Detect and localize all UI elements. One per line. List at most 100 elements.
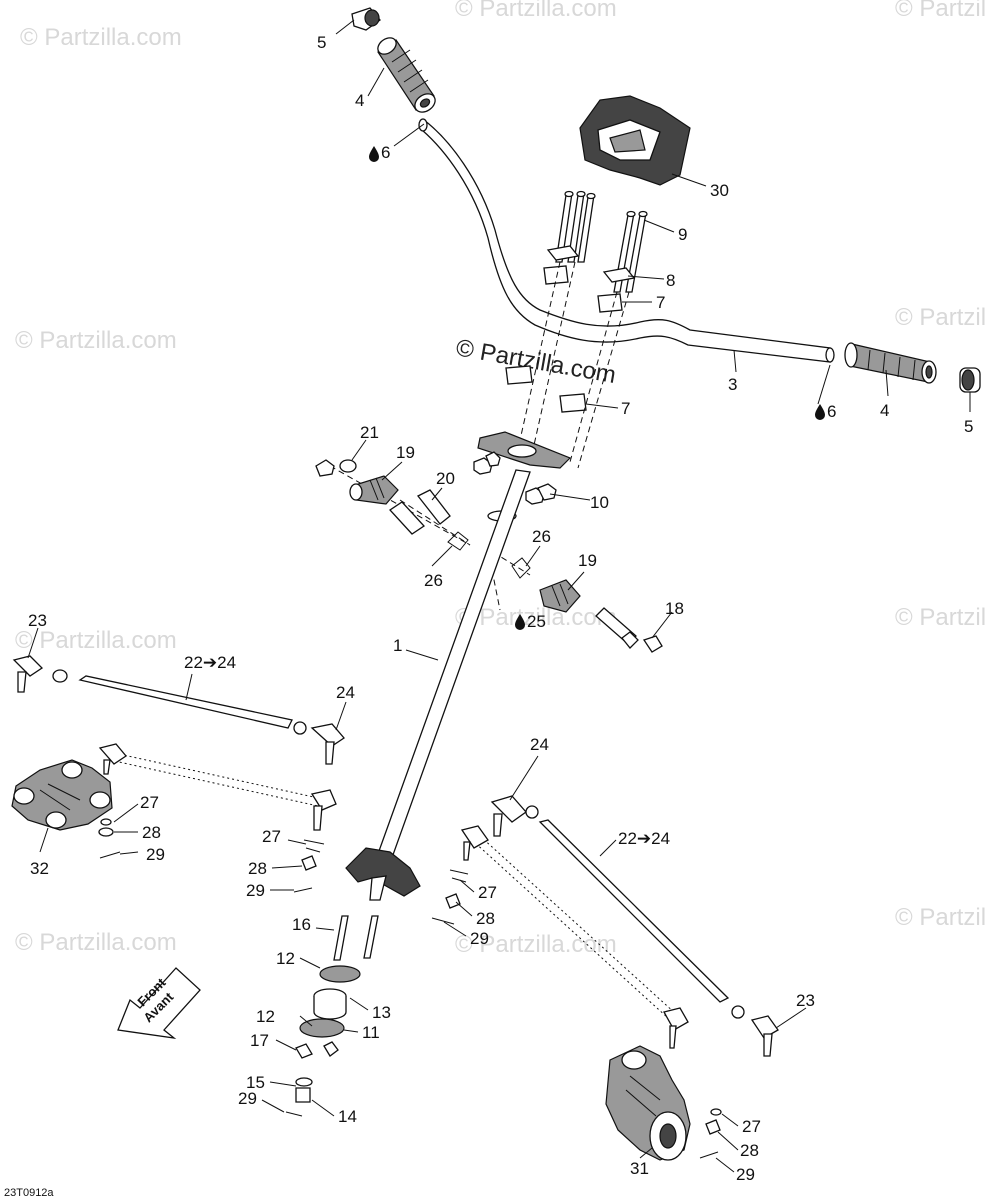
callout-6: 6 <box>827 402 836 421</box>
callout-14: 14 <box>338 1107 357 1126</box>
callout-27: 27 <box>478 883 497 902</box>
lubricant-drop-icons <box>369 146 825 630</box>
callout-12: 12 <box>256 1007 275 1026</box>
bearing-stack <box>285 965 361 1117</box>
tie-rod-22-right <box>538 819 745 1019</box>
drop-icon <box>369 146 379 162</box>
steering-arm <box>345 847 421 901</box>
center-watermark: © Partzilla.com <box>454 334 618 389</box>
callout-24: 24 <box>336 683 355 702</box>
callout-26: 26 <box>424 571 443 590</box>
callout-32: 32 <box>30 859 49 878</box>
steering-column <box>369 469 531 881</box>
callout-23: 23 <box>28 611 47 630</box>
callout-19: 19 <box>396 443 415 462</box>
drawing-code: 23T0912a <box>4 1187 54 1199</box>
steering-top-plate <box>477 431 572 469</box>
grip-end-cap-right <box>959 367 981 393</box>
watermark: © Partzilla.com <box>20 24 182 51</box>
callout-1: 1 <box>393 636 402 655</box>
fasteners-left <box>98 818 325 893</box>
tie-rod-end-24-right <box>490 795 539 837</box>
watermark: © Partzilla.com <box>455 931 617 958</box>
leader-lines <box>27 19 971 1173</box>
drop-icon <box>815 404 825 420</box>
callout-27: 27 <box>262 827 281 846</box>
fasteners-right <box>431 869 722 1159</box>
callout-20: 20 <box>436 469 455 488</box>
alignment-lines <box>329 261 630 611</box>
callout-13: 13 <box>372 1003 391 1022</box>
upper-clamps <box>505 265 623 413</box>
callout-17: 17 <box>250 1031 269 1050</box>
watermarks: © Partzilla.com © Partzilla.com © Partzi… <box>15 0 986 958</box>
drop-icon <box>515 614 525 630</box>
callout-6: 6 <box>381 143 390 162</box>
bolt-18 <box>595 607 663 653</box>
tie-rod-22-left <box>78 675 307 735</box>
callout-29: 29 <box>736 1165 755 1184</box>
callout-9: 9 <box>678 225 687 244</box>
callout-29: 29 <box>238 1089 257 1108</box>
callout-3: 3 <box>728 375 737 394</box>
steering-support-upper <box>349 475 399 505</box>
callout-8: 8 <box>666 271 675 290</box>
callout-12: 12 <box>276 949 295 968</box>
callout-23: 23 <box>796 991 815 1010</box>
grip-left <box>377 37 436 113</box>
clamp-bolts <box>555 190 648 293</box>
callout-28: 28 <box>740 1141 759 1160</box>
callout-5: 5 <box>964 417 973 436</box>
grip-right <box>844 342 937 384</box>
watermark: © Partzilla.com <box>895 304 986 331</box>
callout-19: 19 <box>578 551 597 570</box>
tie-rod-end-24-left <box>310 723 345 765</box>
tie-rod-dotted-left <box>98 743 337 831</box>
callout-27: 27 <box>742 1117 761 1136</box>
clips <box>447 531 531 579</box>
callout-16: 16 <box>292 915 311 934</box>
knuckle-32 <box>11 759 113 831</box>
watermark: © Partzilla.com <box>15 327 177 354</box>
callout-11: 11 <box>362 1023 380 1042</box>
watermark: © Partzilla.com <box>895 604 986 631</box>
callout-27: 27 <box>140 793 159 812</box>
bushings <box>389 489 451 535</box>
callout-25: 25 <box>527 612 546 631</box>
callout-28: 28 <box>476 909 495 928</box>
callout-4: 4 <box>880 401 889 420</box>
callout-30: 30 <box>710 181 729 200</box>
watermark: © Partzilla.com <box>15 627 177 654</box>
clamp-nuts <box>473 451 557 505</box>
grip-end-cap-left <box>351 7 381 31</box>
callout-28: 28 <box>248 859 267 878</box>
callout-7: 7 <box>621 399 630 418</box>
callout-21: 21 <box>360 423 379 442</box>
watermark: © Partzilla.com <box>15 929 177 956</box>
callout-labels: 5 4 6 30 9 8 7 3 4 6 5 7 21 19 20 10 26 … <box>28 33 973 1184</box>
watermark: © Partzilla.com <box>455 604 617 631</box>
callout-29: 29 <box>470 929 489 948</box>
front-arrow: Front Avant <box>117 967 201 1039</box>
callout-7: 7 <box>656 293 665 312</box>
tie-rod-end-23-right <box>750 1015 779 1057</box>
handlebar <box>418 118 835 363</box>
callout-5: 5 <box>317 33 326 52</box>
callout-4: 4 <box>355 91 364 110</box>
watermark: © Partzilla.com <box>455 0 617 22</box>
bolts-16 <box>333 915 379 961</box>
callout-10: 10 <box>590 493 609 512</box>
callout-29: 29 <box>146 845 165 864</box>
callout-22-24: 22➔24 <box>618 829 670 848</box>
callout-22-24: 22➔24 <box>184 653 236 672</box>
tie-rod-dotted-right <box>460 825 689 1049</box>
tie-rod-end-23-left <box>12 655 68 693</box>
handlebar-cover <box>579 95 691 186</box>
callout-26: 26 <box>532 527 551 546</box>
callout-29: 29 <box>246 881 265 900</box>
knuckle-31 <box>605 1045 691 1161</box>
callout-28: 28 <box>142 823 161 842</box>
nut-21 <box>315 459 357 477</box>
callout-24: 24 <box>530 735 549 754</box>
